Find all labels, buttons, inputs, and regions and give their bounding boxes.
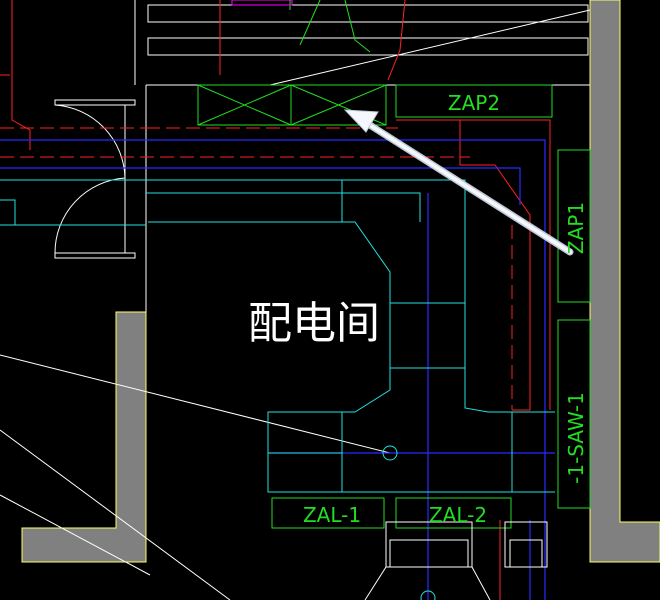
panel-zal2-label: ZAL-2 — [429, 503, 487, 527]
magenta-marker — [231, 0, 293, 6]
room-name-label: 配电间 — [248, 298, 380, 349]
panel-zap2-label: ZAP2 — [448, 91, 500, 115]
door-swing-bottom — [54, 177, 126, 254]
panel-zal2-box — [395, 497, 512, 529]
door-frame-bottom — [54, 252, 136, 259]
panel-zap2-box — [395, 84, 553, 118]
panel-saw1-label: -1-SAW-1 — [564, 392, 588, 484]
panel-zap1-box — [557, 149, 591, 303]
wall-right — [589, 0, 660, 563]
door-swing-top — [54, 104, 126, 179]
bottom-boxes — [364, 521, 548, 600]
fixture-circle-bottom — [420, 590, 436, 600]
panel-zap1-label: ZAP1 — [564, 202, 588, 254]
blue-lines — [0, 139, 555, 600]
panel-saw1-box — [557, 319, 591, 509]
fixture-circle — [382, 445, 398, 461]
pointer-arrow — [343, 109, 574, 256]
cyan-ducts — [0, 179, 555, 600]
panel-zal1-label: ZAL-1 — [303, 503, 361, 527]
panel-zal1-box — [271, 497, 385, 529]
green-equipment — [197, 0, 591, 529]
door-frame-top — [54, 99, 136, 106]
red-lines — [0, 0, 551, 600]
